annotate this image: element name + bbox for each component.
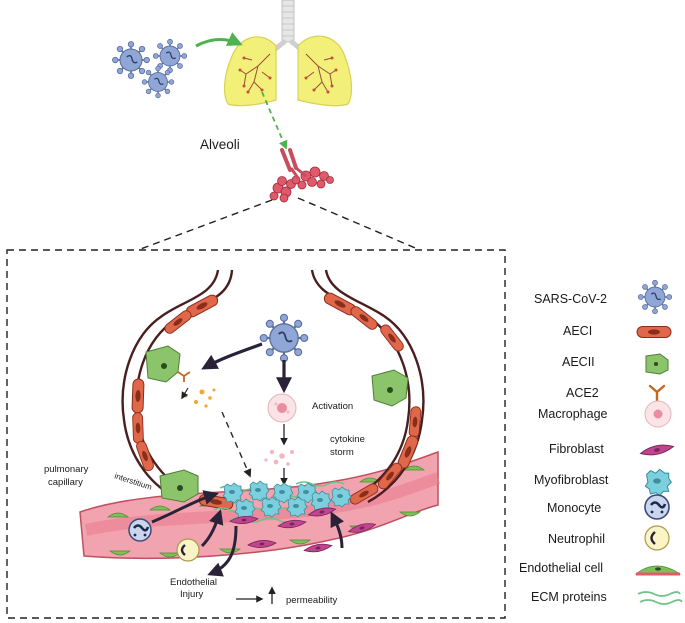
ace2-receptor-icon (648, 384, 666, 403)
alveolus-detail: Activation cytokine storm (44, 269, 441, 606)
legend-label: Neutrophil (548, 532, 605, 546)
legend-item: Fibroblast (549, 441, 675, 459)
macrophage (267, 393, 297, 423)
dashed-green-arrow (261, 91, 288, 150)
aecii-cell (159, 469, 199, 503)
endothelial-injury-label-1: Endothelial (170, 577, 217, 588)
aecii-cell-icon (645, 353, 669, 375)
virus-cluster (111, 38, 188, 99)
migration-arrow (151, 490, 219, 524)
legend-item: AECII (562, 353, 669, 375)
alveoli-label: Alveoli (200, 137, 240, 152)
fibroblast-icon (639, 441, 675, 459)
injury-arrow (207, 525, 238, 577)
legend-item: Endothelial cell (519, 561, 682, 576)
migration-arrow (200, 509, 224, 548)
legend-item: Macrophage (538, 400, 672, 428)
aecii-cell (145, 345, 191, 383)
aeci-cell-icon (636, 326, 672, 338)
pulmonary-capillary-label-2: capillary (48, 477, 83, 488)
myofibroblast-icon (644, 468, 672, 496)
legend-item: SARS-CoV-2 (534, 279, 673, 315)
alveoli-cluster (269, 148, 334, 203)
zoom-box (6, 249, 506, 619)
cytokine-particles (264, 449, 294, 466)
legend-label: SARS-CoV-2 (534, 292, 607, 306)
legend-label: ECM proteins (531, 590, 607, 604)
legend-label: Macrophage (538, 407, 608, 421)
monocyte (128, 518, 152, 542)
cytokine-storm-label-2: storm (330, 447, 354, 458)
virus-icon (637, 279, 673, 315)
activation-label: Activation (312, 401, 353, 412)
permeability-arrow (330, 511, 345, 549)
monocyte-icon (644, 494, 670, 520)
legend-label: ACE2 (566, 386, 599, 400)
legend-label: Fibroblast (549, 442, 604, 456)
bronchial-tree (239, 53, 337, 93)
bronchiole-dots (238, 56, 338, 94)
dashed-arrow (221, 411, 252, 478)
legend-item: AECI (563, 324, 672, 338)
legend-label: AECI (563, 324, 592, 338)
endothelial-injury-label-2: Injury (180, 589, 203, 600)
virus-icon (111, 40, 151, 80)
zoom-lines (137, 197, 421, 251)
lungs-illustration (223, 0, 353, 107)
virus-icon (141, 65, 175, 99)
infection-arrow (195, 32, 243, 48)
released-particles (184, 388, 216, 408)
legend-label: AECII (562, 355, 595, 369)
infection-arrow (201, 342, 263, 370)
ecm-proteins-icon (637, 591, 683, 605)
legend: SARS-CoV-2 AECI AECII ACE2 Macrophage (519, 279, 683, 605)
legend-item: ECM proteins (531, 590, 683, 605)
endothelial-cell-icon (634, 565, 682, 576)
virus-icon (259, 313, 309, 363)
neutrophil (176, 538, 200, 562)
cytokine-storm-label-1: cytokine (330, 434, 365, 445)
aecii-cell (371, 369, 409, 407)
legend-item: ACE2 (566, 384, 666, 403)
legend-label: Myofibroblast (534, 473, 609, 487)
neutrophil-icon (644, 525, 670, 551)
legend-item: Monocyte (547, 494, 670, 520)
legend-item: Myofibroblast (534, 468, 672, 496)
permeability-label: permeability (286, 595, 337, 606)
legend-label: Monocyte (547, 501, 601, 515)
macrophage-icon (644, 400, 672, 428)
legend-label: Endothelial cell (519, 561, 603, 575)
pulmonary-capillary-label-1: pulmonary (44, 464, 89, 475)
legend-item: Neutrophil (548, 525, 670, 551)
